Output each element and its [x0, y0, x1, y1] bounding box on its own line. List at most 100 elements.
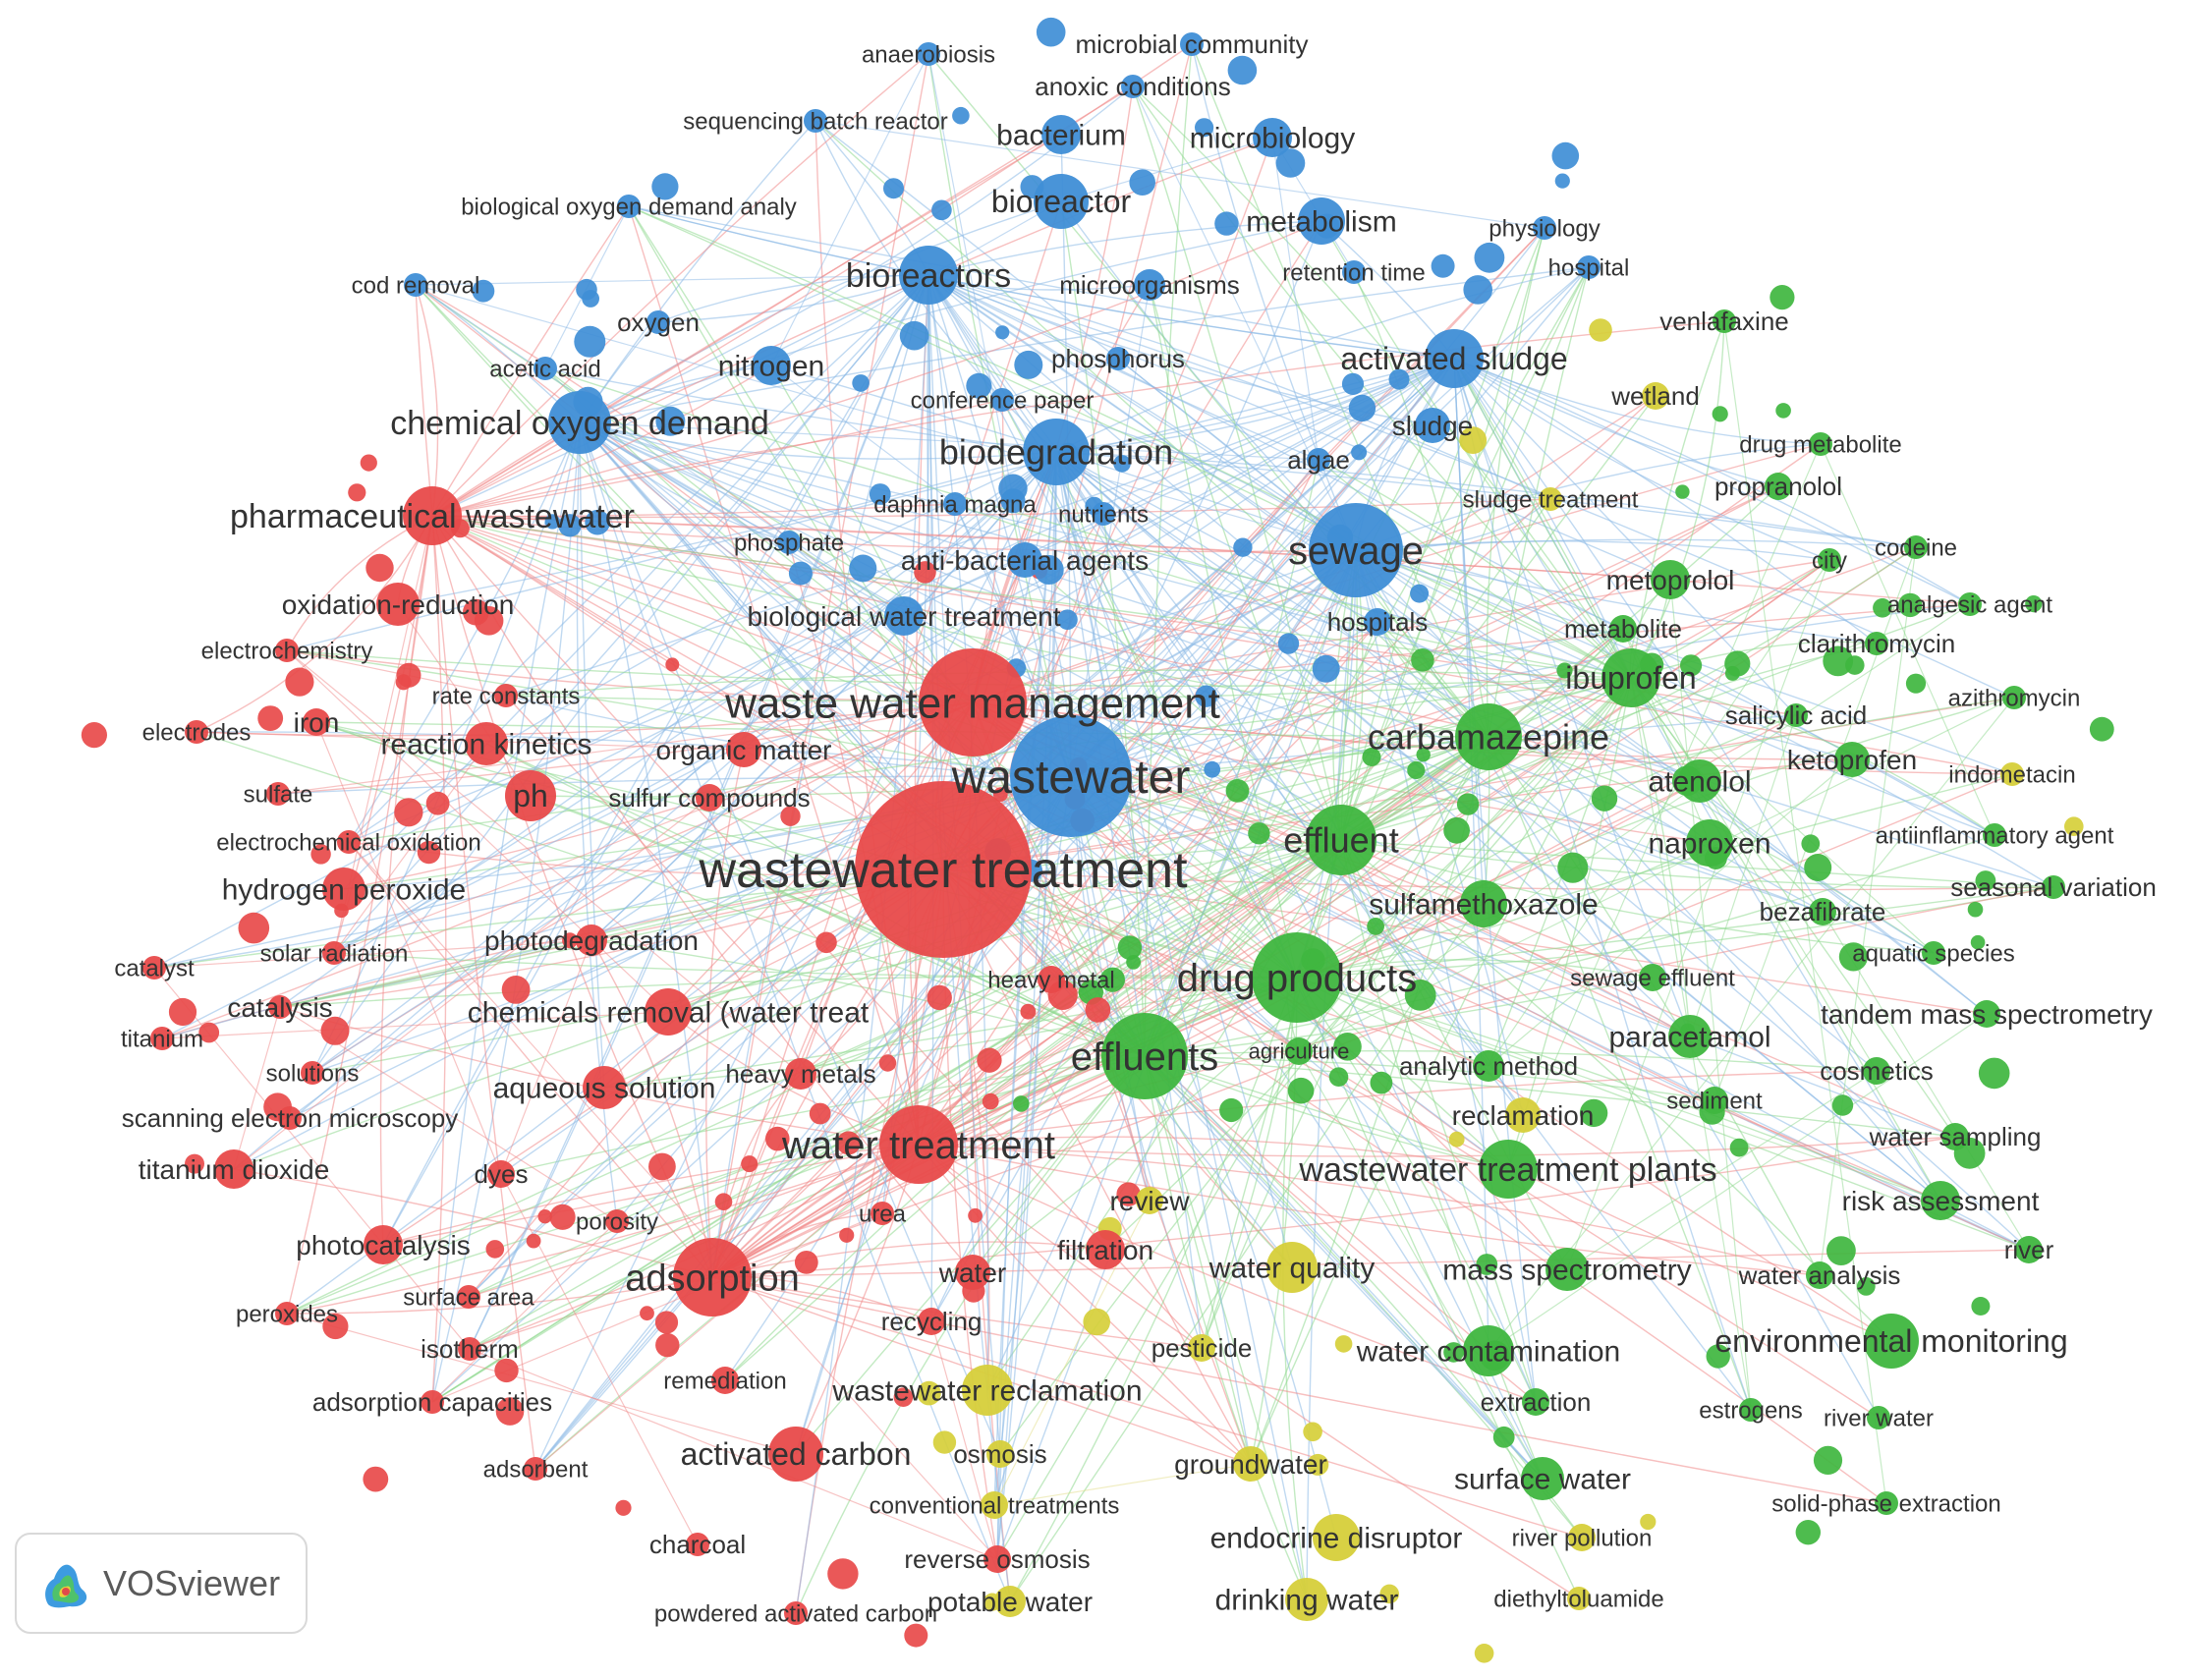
- network-node[interactable]: [617, 195, 641, 218]
- network-node[interactable]: [1867, 1406, 1890, 1429]
- network-node[interactable]: [884, 596, 924, 636]
- network-node[interactable]: [1086, 1230, 1125, 1269]
- network-node[interactable]: [955, 1255, 990, 1290]
- network-node[interactable]: [605, 1209, 629, 1233]
- network-node[interactable]: [1342, 260, 1366, 284]
- network-node[interactable]: [1473, 1050, 1504, 1082]
- network-node[interactable]: [1651, 560, 1690, 599]
- network-node[interactable]: [1306, 805, 1376, 875]
- network-node[interactable]: [981, 1491, 1008, 1519]
- network-node[interactable]: [917, 42, 940, 66]
- network-node[interactable]: [1922, 941, 1945, 965]
- network-node[interactable]: [1010, 715, 1132, 837]
- network-node[interactable]: [2015, 1236, 2043, 1263]
- network-node[interactable]: [990, 388, 1014, 412]
- network-node[interactable]: [1121, 75, 1145, 98]
- network-node[interactable]: [1180, 32, 1204, 56]
- network-node[interactable]: [1307, 448, 1330, 472]
- network-node[interactable]: [1958, 592, 1982, 616]
- network-node[interactable]: [2002, 686, 2026, 709]
- network-node[interactable]: [1983, 823, 2006, 847]
- network-node[interactable]: [943, 492, 967, 516]
- network-node[interactable]: [1739, 1398, 1763, 1422]
- network-node[interactable]: [1864, 1314, 1919, 1369]
- network-node[interactable]: [1188, 1334, 1215, 1362]
- network-node[interactable]: [1784, 703, 1808, 727]
- network-node[interactable]: [1521, 1457, 1564, 1500]
- network-node[interactable]: [337, 830, 361, 854]
- network-node[interactable]: [583, 1066, 626, 1109]
- network-node[interactable]: [2000, 762, 2024, 786]
- network-node[interactable]: [1834, 742, 1870, 777]
- network-node[interactable]: [1134, 269, 1165, 301]
- network-node[interactable]: [1577, 255, 1601, 279]
- network-node[interactable]: [1765, 473, 1792, 500]
- network-node[interactable]: [768, 1427, 823, 1482]
- network-node[interactable]: [1298, 197, 1345, 245]
- network-node[interactable]: [645, 988, 692, 1036]
- network-node[interactable]: [962, 1365, 1013, 1416]
- network-node[interactable]: [524, 1457, 547, 1481]
- network-node[interactable]: [505, 770, 556, 821]
- network-node[interactable]: [1941, 1123, 1969, 1150]
- network-node[interactable]: [1041, 115, 1081, 154]
- network-node[interactable]: [1678, 759, 1721, 803]
- network-node[interactable]: [1253, 118, 1292, 157]
- network-node[interactable]: [576, 924, 607, 956]
- network-node[interactable]: [1505, 1097, 1541, 1133]
- network-node[interactable]: [785, 1058, 816, 1090]
- network-node[interactable]: [1233, 1446, 1268, 1482]
- network-node[interactable]: [1092, 502, 1115, 526]
- network-node[interactable]: [421, 1390, 444, 1414]
- network-node[interactable]: [1639, 964, 1666, 991]
- network-node[interactable]: [150, 1027, 174, 1050]
- network-node[interactable]: [214, 1149, 253, 1189]
- network-node[interactable]: [994, 1586, 1026, 1617]
- network-node[interactable]: [1701, 1087, 1728, 1114]
- network-node[interactable]: [364, 1225, 403, 1264]
- network-node[interactable]: [1642, 382, 1669, 410]
- network-node[interactable]: [1285, 1578, 1328, 1621]
- network-node[interactable]: [1364, 608, 1391, 636]
- network-node[interactable]: [1136, 1187, 1163, 1214]
- network-node[interactable]: [646, 310, 670, 334]
- network-node[interactable]: [301, 1061, 324, 1085]
- network-node[interactable]: [673, 1238, 752, 1316]
- network-node[interactable]: [1313, 1514, 1360, 1561]
- network-node[interactable]: [726, 732, 761, 767]
- network-node[interactable]: [686, 1533, 709, 1556]
- network-node[interactable]: [1038, 966, 1065, 993]
- network-node[interactable]: [1425, 329, 1484, 388]
- network-node[interactable]: [322, 941, 346, 965]
- network-node[interactable]: [1415, 408, 1450, 443]
- network-node[interactable]: [1266, 1242, 1318, 1293]
- network-node[interactable]: [1809, 432, 1832, 456]
- network-node[interactable]: [1252, 932, 1342, 1023]
- network-node[interactable]: [275, 639, 299, 662]
- network-node[interactable]: [855, 781, 1032, 958]
- network-node[interactable]: [777, 531, 801, 554]
- network-node[interactable]: [1568, 1524, 1596, 1551]
- network-node[interactable]: [919, 648, 1027, 756]
- network-node[interactable]: [1875, 1491, 1898, 1515]
- network-node[interactable]: [1545, 1248, 1589, 1291]
- network-node[interactable]: [1479, 1140, 1538, 1199]
- network-node[interactable]: [494, 684, 518, 707]
- network-node[interactable]: [1522, 1388, 1549, 1416]
- network-node[interactable]: [1609, 615, 1637, 643]
- network-node[interactable]: [1713, 309, 1736, 333]
- network-node[interactable]: [1309, 503, 1403, 597]
- network-node[interactable]: [266, 782, 290, 806]
- network-node[interactable]: [1973, 1000, 2000, 1028]
- network-node[interactable]: [1601, 648, 1660, 707]
- network-node[interactable]: [1007, 542, 1042, 578]
- network-node[interactable]: [899, 246, 958, 305]
- network-node[interactable]: [303, 708, 330, 736]
- network-node[interactable]: [548, 391, 611, 454]
- network-node[interactable]: [918, 1308, 945, 1335]
- network-node[interactable]: [534, 357, 557, 380]
- network-node[interactable]: [804, 109, 827, 133]
- network-node[interactable]: [1567, 1587, 1591, 1610]
- network-node[interactable]: [1455, 703, 1522, 770]
- network-node[interactable]: [1921, 1181, 1960, 1220]
